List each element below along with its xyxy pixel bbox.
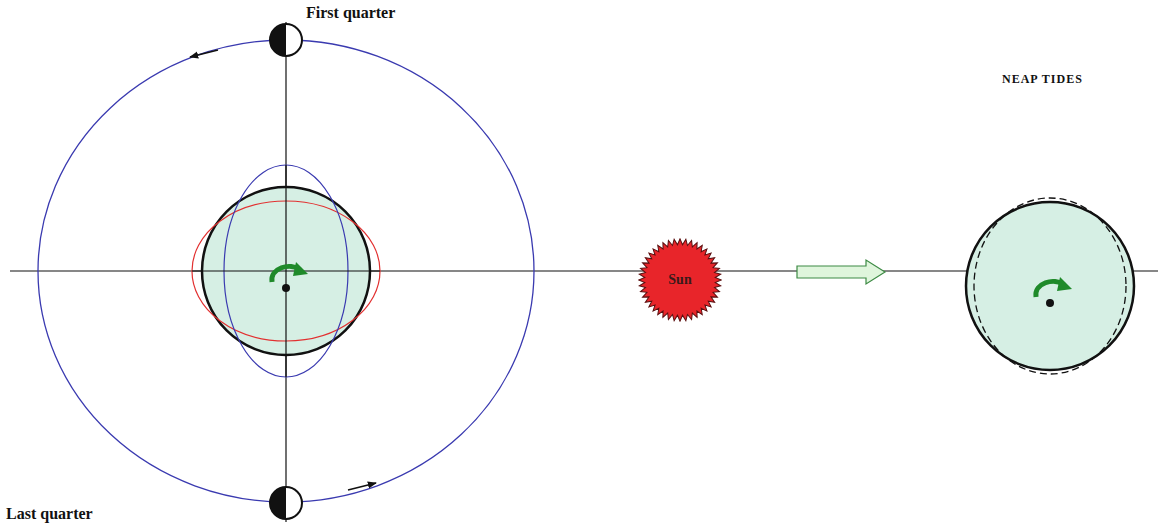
sunlight-arrow <box>797 260 885 284</box>
first-quarter-moon <box>270 24 302 56</box>
diagram-title-label: NEAP TIDES <box>1002 72 1083 87</box>
sun-label: Sun <box>638 238 722 322</box>
rotation-arrow <box>1036 277 1072 307</box>
rotation-arrow <box>272 262 308 292</box>
last-quarter-moon <box>270 487 302 519</box>
vertical-axis <box>285 22 286 522</box>
sun-node: Sun <box>638 238 722 322</box>
neap-tide-bulge <box>974 198 1126 374</box>
moon-phase-label: Last quarter <box>6 505 93 523</box>
orbit-direction-arrow <box>190 50 218 57</box>
earth <box>966 202 1134 370</box>
moon-orbit <box>38 40 534 502</box>
orbit-direction-arrow <box>348 483 376 490</box>
moon-phase-label: First quarter <box>306 4 395 22</box>
